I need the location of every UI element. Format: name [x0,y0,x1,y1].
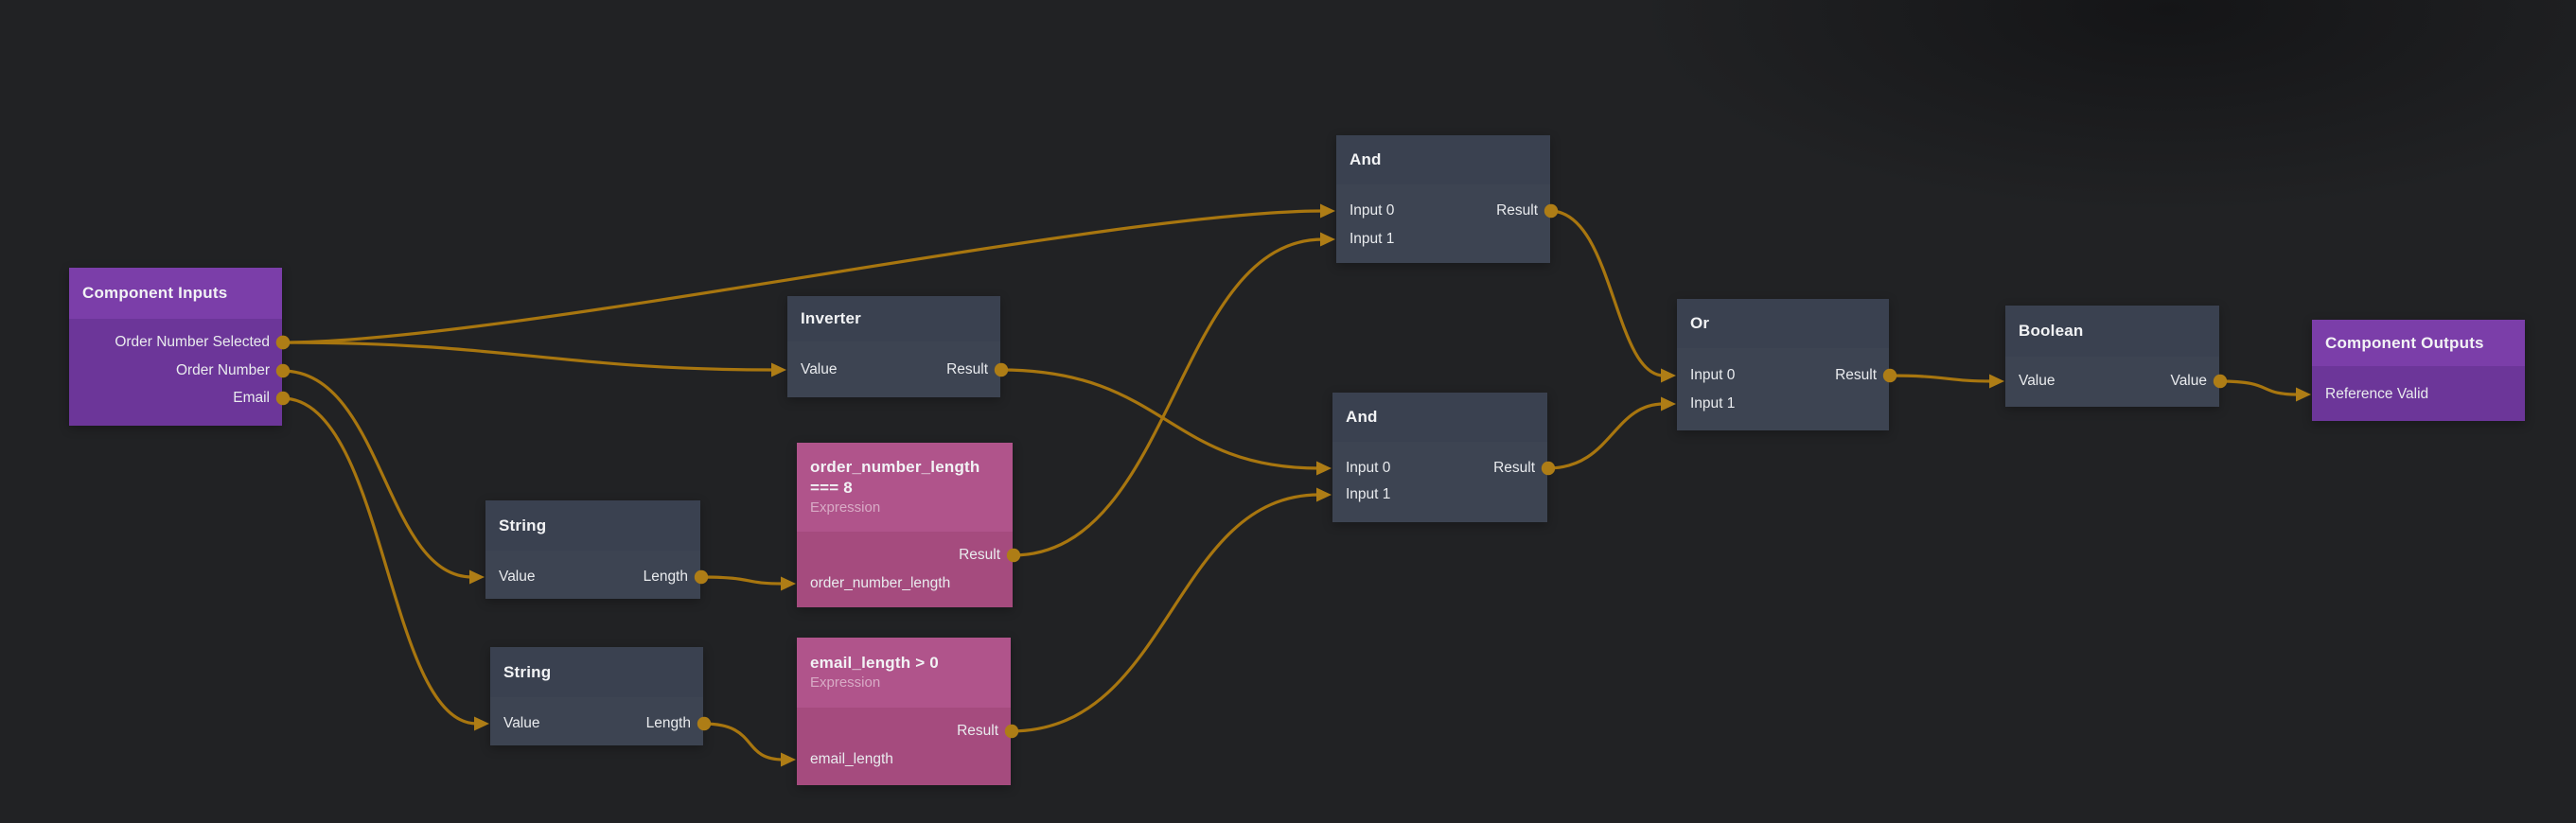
node-header: Component Outputs [2312,320,2525,366]
node-title: order_number_length === 8 [810,458,980,497]
node-subtitle: Expression [810,499,881,516]
node-header: Boolean [2005,306,2219,357]
node-header: String [490,647,703,697]
input-port-boolean-value[interactable]: Value [2019,373,2056,389]
output-port-and-2-result[interactable]: Result [1493,460,1535,476]
output-port-component-inputs-email[interactable]: Email [233,390,270,406]
node-header: Inverter [787,296,1000,341]
node-title: String [503,662,552,681]
wire-string-2.length-to-expression-2.email_length[interactable] [701,722,785,762]
input-port-or-input-0[interactable]: Input 0 [1690,367,1736,383]
output-port-component-inputs-order-number-selected[interactable]: Order Number Selected [115,334,270,350]
input-port-arrow-boolean.value[interactable] [1989,374,2004,389]
node-title: Component Inputs [82,284,228,302]
node-header: And [1336,135,1550,184]
node-title: Inverter [801,309,861,327]
wire-expression-1.result-to-and-1.input-1[interactable] [1011,237,1325,557]
input-port-arrow-and-1.input-0[interactable] [1320,203,1335,219]
output-port-component-inputs-order-number[interactable]: Order Number [175,362,270,378]
wire-component-inputs.email-to-string-2.value[interactable] [280,396,479,726]
output-port-boolean-value[interactable]: Value [2170,373,2208,389]
wire-or.result-to-boolean.value[interactable] [1887,374,1994,383]
node-title: String [499,516,547,534]
input-port-arrow-and-2.input-1[interactable] [1316,487,1332,502]
input-port-arrow-expression-1.order_number_length[interactable] [781,576,796,591]
wire-and-2.result-to-or.input-1[interactable] [1545,402,1666,470]
input-port-and-1-input-1[interactable]: Input 1 [1350,231,1395,247]
node-title: Boolean [2019,322,2084,340]
input-port-arrow-string-1.value[interactable] [469,569,485,585]
output-port-and-1-result[interactable]: Result [1496,202,1538,219]
input-port-string-1-value[interactable]: Value [499,569,536,585]
input-port-arrow-inverter.value[interactable] [771,362,786,377]
node-header: order_number_length === 8 Expression [797,443,1013,532]
input-port-string-2-value[interactable]: Value [503,715,540,731]
input-port-arrow-component-outputs.reference-valid[interactable] [2296,387,2311,402]
input-port-expression-2-email_length[interactable]: email_length [810,751,893,767]
node-subtitle: Expression [810,674,881,691]
node-title: Component Outputs [2325,333,2484,352]
node-title: Or [1690,314,1710,332]
node-header: String [485,500,700,551]
wire-inverter.result-to-and-2.input-0[interactable] [998,368,1321,470]
input-port-arrow-expression-2.email_length[interactable] [781,752,796,767]
wire-expression-2.result-to-and-2.input-1[interactable] [1009,493,1321,733]
output-port-expression-1-result[interactable]: Result [959,547,1000,563]
output-port-expression-2-result[interactable]: Result [957,723,998,739]
node-expression-2[interactable]: email_length > 0 Expression email_length Re… [797,638,1011,785]
input-port-or-input-1[interactable]: Input 1 [1690,395,1736,412]
input-port-inverter-value[interactable]: Value [801,361,838,377]
node-header: And [1332,393,1547,442]
wire-component-inputs.order-number-selected-to-inverter.value[interactable] [280,341,776,372]
output-port-string-1-length[interactable]: Length [643,569,688,585]
input-port-arrow-and-2.input-0[interactable] [1316,461,1332,476]
output-port-inverter-result[interactable]: Result [946,361,988,377]
node-header: Component Inputs [69,268,282,319]
wire-component-inputs.order-number-to-string-1.value[interactable] [280,369,474,579]
wire-and-1.result-to-or.input-0[interactable] [1548,209,1666,377]
wire-string-1.length-to-expression-1.order_number_length[interactable] [698,575,785,586]
input-port-arrow-string-2.value[interactable] [474,716,489,731]
node-title: And [1346,408,1378,426]
input-port-arrow-and-1.input-1[interactable] [1320,232,1335,247]
output-port-string-2-length[interactable]: Length [645,715,691,731]
input-port-component-outputs-reference-valid[interactable]: Reference Valid [2325,386,2429,402]
node-header: Or [1677,299,1889,348]
wire-boolean.value-to-component-outputs.reference-valid[interactable] [2217,379,2301,396]
input-port-and-2-input-0[interactable]: Input 0 [1346,460,1391,476]
node-title: email_length > 0 [810,654,939,672]
input-port-arrow-or.input-0[interactable] [1661,368,1676,383]
node-header: email_length > 0 Expression [797,638,1011,708]
input-port-and-1-input-0[interactable]: Input 0 [1350,202,1395,219]
input-port-expression-1-order_number_length[interactable]: order_number_length [810,575,951,591]
output-port-or-result[interactable]: Result [1835,367,1877,383]
node-title: And [1350,150,1382,168]
input-port-arrow-or.input-1[interactable] [1661,396,1676,412]
input-port-and-2-input-1[interactable]: Input 1 [1346,486,1391,502]
